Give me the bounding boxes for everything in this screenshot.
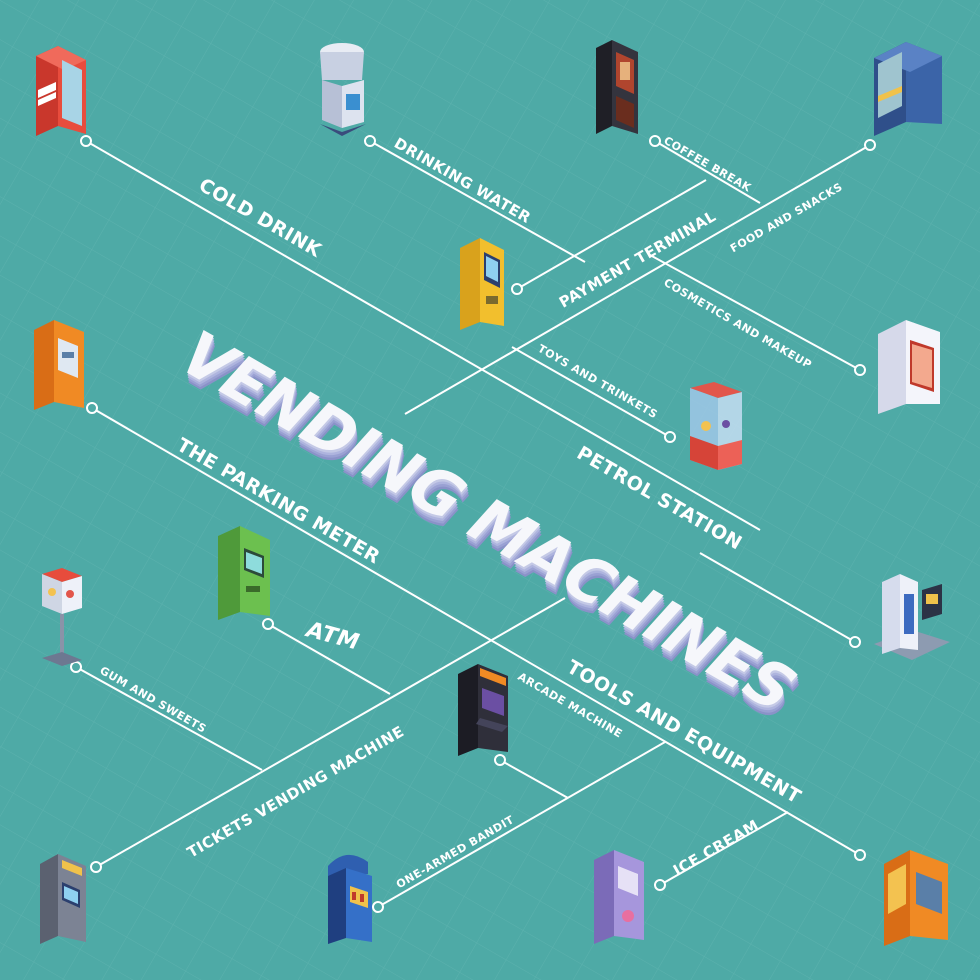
connector-cold-drink <box>85 140 761 531</box>
node-dot <box>86 402 98 414</box>
node-dot <box>854 364 866 376</box>
connector-gum-sweets <box>75 666 263 771</box>
coffee-machine-icon <box>596 40 638 134</box>
node-dot <box>664 431 676 443</box>
connector-one-armed-bandit <box>377 741 666 908</box>
connector-toys <box>511 346 671 438</box>
node-dot <box>364 135 376 147</box>
tools-equipment-machine-icon <box>884 850 948 946</box>
connector-tickets <box>95 597 566 868</box>
connector-arcade <box>499 759 569 799</box>
gum-sweets-machine-icon <box>42 568 82 666</box>
node-dot <box>854 849 866 861</box>
connector-food-snacks <box>404 144 871 415</box>
node-dot <box>864 139 876 151</box>
drinking-water-machine-icon <box>320 43 366 136</box>
node-dot <box>80 135 92 147</box>
node-dot <box>654 879 666 891</box>
one-armed-bandit-icon <box>328 854 372 944</box>
food-snacks-machine-icon <box>874 42 942 136</box>
cosmetics-machine-icon <box>878 320 940 414</box>
arcade-machine-icon <box>458 664 508 756</box>
node-dot <box>90 861 102 873</box>
node-dot <box>372 901 384 913</box>
payment-terminal-icon <box>460 238 504 330</box>
petrol-pump-icon <box>874 574 950 660</box>
connector-ice-cream <box>659 811 789 886</box>
connector-petrol-station <box>699 552 856 643</box>
connector-drinking-water <box>369 140 586 263</box>
node-dot <box>511 283 523 295</box>
cold-drink-machine-icon <box>36 46 86 136</box>
connector-payment-terminal <box>516 179 707 290</box>
connector-coffee-break <box>654 140 761 204</box>
node-dot <box>849 636 861 648</box>
atm-machine-icon <box>218 526 270 620</box>
node-dot <box>70 661 82 673</box>
toys-claw-machine-icon <box>690 382 742 470</box>
node-dot <box>262 618 274 630</box>
parking-meter-icon <box>34 320 84 410</box>
node-dot <box>494 754 506 766</box>
connector-parking-meter <box>91 407 861 856</box>
connector-cosmetics <box>649 254 861 371</box>
connector-atm <box>267 623 391 695</box>
ice-cream-machine-icon <box>594 850 644 944</box>
tickets-machine-icon <box>40 854 86 944</box>
node-dot <box>649 135 661 147</box>
